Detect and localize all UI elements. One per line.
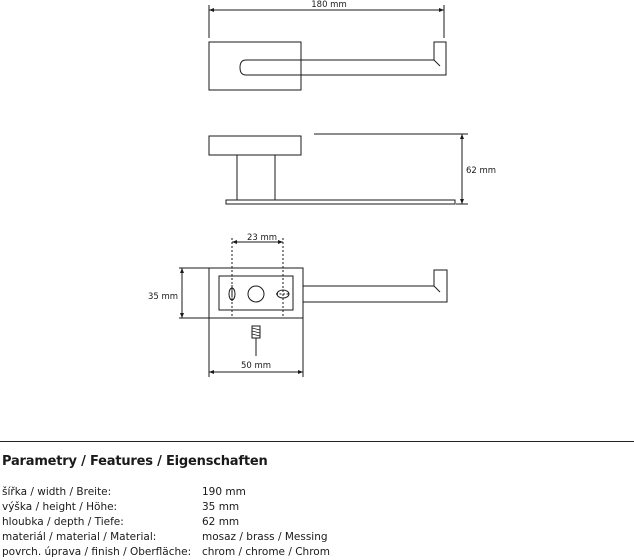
spec-label: hloubka / depth / Tiefe:: [2, 516, 124, 528]
spec-label: výška / height / Höhe:: [2, 501, 118, 513]
width-dimension-label: 180 mm: [311, 0, 347, 10]
spec-value: 190 mm: [202, 486, 246, 498]
spec-label: šířka / width / Breite:: [2, 486, 112, 498]
spec-value: 62 mm: [202, 516, 240, 528]
cap-side: [208, 135, 302, 156]
base-plate-side: [225, 199, 456, 205]
height-dimension-label: 62 mm: [466, 166, 496, 176]
holder-arm-top: [239, 41, 447, 76]
side-view: 62 mm: [208, 133, 496, 205]
set-screw-icon: [251, 325, 261, 356]
spec-row: hloubka / depth / Tiefe: 62 mm: [2, 515, 330, 530]
specs-heading: Parametry / Features / Eigenschaften: [2, 454, 268, 469]
hole-spacing-dimension-label: 23 mm: [247, 233, 277, 243]
wall-plate-top: [208, 41, 302, 91]
spec-label: materiál / material / Material:: [2, 531, 157, 543]
plate-width-dimension-label: 50 mm: [241, 361, 271, 371]
section-divider: [0, 441, 634, 442]
spec-row: povrch. úprava / finish / Oberfläche: ch…: [2, 545, 330, 560]
center-hole: [247, 285, 265, 303]
top-view: 180 mm: [208, 0, 447, 91]
technical-drawing: 180 mm 62 mm 23 mm 35 mm: [148, 0, 496, 377]
post-side: [236, 154, 276, 201]
spec-label: povrch. úprava / finish / Oberfläche:: [2, 546, 192, 558]
mounting-plate-inner: [218, 275, 294, 311]
wall-plate-front: [208, 267, 304, 319]
plate-height-dimension-label: 35 mm: [148, 292, 178, 302]
spec-value: 35 mm: [202, 501, 240, 513]
spec-row: šířka / width / Breite: 190 mm: [2, 485, 330, 500]
front-view: 23 mm 35 mm 50 mm: [148, 233, 448, 377]
spec-value: mosaz / brass / Messing: [202, 531, 328, 543]
holder-arm-front: [303, 269, 448, 303]
specs-table: šířka / width / Breite: 190 mm výška / h…: [2, 485, 330, 560]
spec-row: výška / height / Höhe: 35 mm: [2, 500, 330, 515]
spec-row: materiál / material / Material: mosaz / …: [2, 530, 330, 545]
spec-value: chrom / chrome / Chrom: [202, 546, 330, 558]
